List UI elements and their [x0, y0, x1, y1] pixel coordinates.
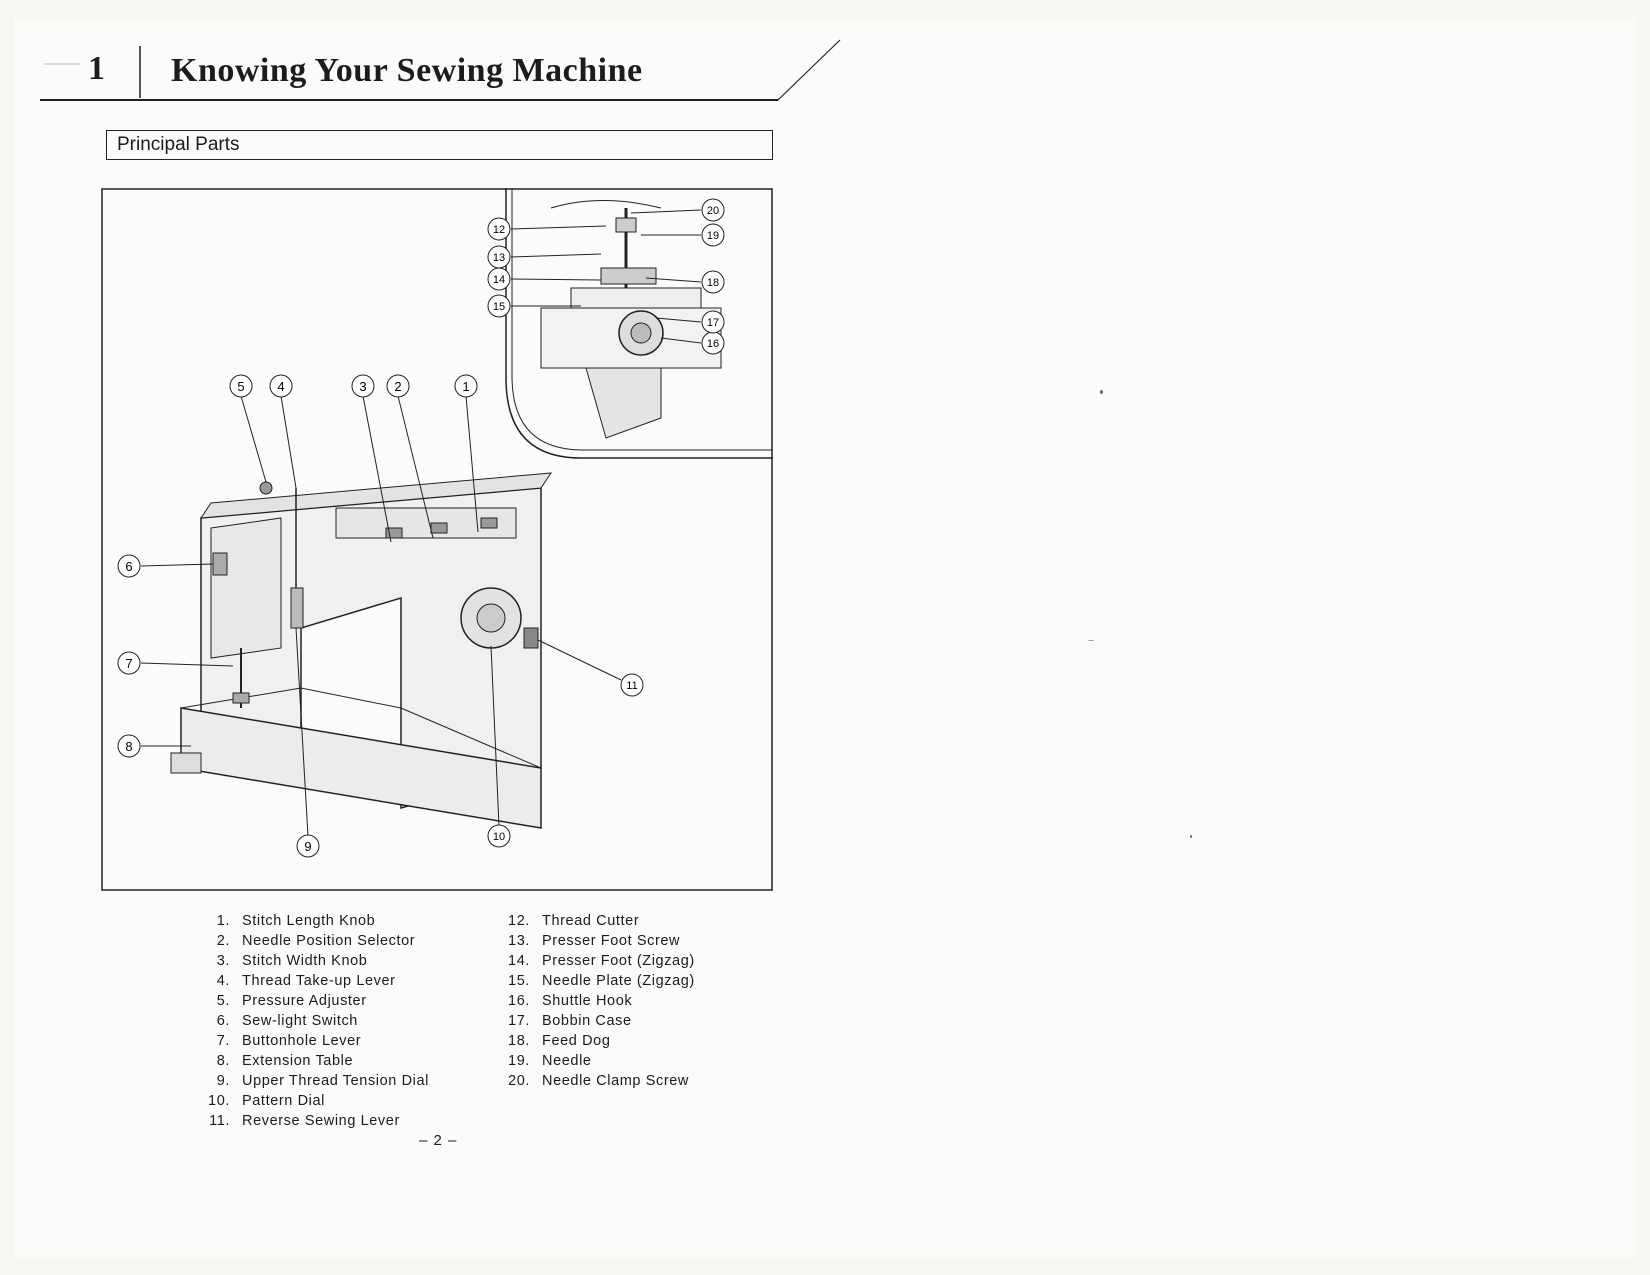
svg-text:1: 1	[462, 379, 469, 394]
header-rules	[40, 39, 841, 101]
part-item: 16.Shuttle Hook	[508, 993, 633, 1009]
svg-text:15: 15	[493, 301, 505, 313]
part-item: 18.Feed Dog	[508, 1033, 611, 1049]
svg-text:5: 5	[237, 379, 244, 394]
svg-text:11: 11	[626, 680, 637, 692]
part-item: 4.Thread Take-up Lever	[216, 973, 396, 989]
svg-text:2: 2	[394, 379, 401, 394]
part-item: 15.Needle Plate (Zigzag)	[508, 973, 695, 989]
machine-body	[170, 472, 552, 829]
part-item: 3.Stitch Width Knob	[216, 953, 368, 969]
diagram-border	[101, 188, 773, 891]
part-item: 12.Thread Cutter	[508, 913, 640, 929]
scan-speck	[1190, 835, 1192, 838]
callout-7: 7	[117, 651, 141, 675]
callout-15: 15	[487, 294, 511, 318]
leader-lines	[140, 209, 702, 837]
callout-8: 8	[117, 734, 141, 758]
callout-5: 5	[229, 374, 253, 398]
svg-text:17: 17	[707, 317, 719, 329]
svg-text:18: 18	[707, 277, 719, 289]
section-heading: Principal Parts	[117, 134, 240, 155]
part-item: 8.Extension Table	[216, 1053, 354, 1069]
part-item: 9.Upper Thread Tension Dial	[216, 1073, 429, 1089]
svg-text:16: 16	[707, 338, 719, 350]
part-item: 19.Needle	[508, 1053, 592, 1069]
callout-13: 13	[487, 245, 511, 269]
part-item: 5.Pressure Adjuster	[216, 993, 367, 1009]
callout-18: 18	[701, 270, 725, 294]
section-heading-box: Principal Parts	[106, 130, 773, 160]
part-item: 10.Pattern Dial	[208, 1093, 325, 1109]
callout-9: 9	[296, 834, 320, 858]
callout-3: 3	[351, 374, 375, 398]
callout-10: 10	[487, 824, 511, 848]
svg-text:14: 14	[493, 274, 505, 286]
chapter-number: 1	[88, 50, 105, 87]
svg-text:3: 3	[359, 379, 366, 394]
callout-2: 2	[386, 374, 410, 398]
scan-speck	[1088, 640, 1094, 641]
svg-text:20: 20	[707, 205, 719, 217]
callout-1: 1	[454, 374, 478, 398]
parts-list-right: 12.Thread Cutter 13.Presser Foot Screw 1…	[500, 911, 695, 1091]
chapter-title: Knowing Your Sewing Machine	[171, 52, 643, 89]
svg-text:10: 10	[493, 831, 505, 843]
callout-12: 12	[487, 217, 511, 241]
parts-list-left: 1.Stitch Length Knob 2.Needle Position S…	[200, 911, 429, 1131]
svg-text:6: 6	[125, 559, 132, 574]
part-item: 6.Sew-light Switch	[216, 1013, 358, 1029]
scan-speck	[1100, 390, 1103, 394]
callout-4: 4	[269, 374, 293, 398]
callout-6: 6	[117, 554, 141, 578]
part-item: 2.Needle Position Selector	[216, 933, 416, 949]
callout-16: 16	[701, 331, 725, 355]
svg-text:4: 4	[277, 379, 284, 394]
callout-19: 19	[701, 223, 725, 247]
svg-text:8: 8	[125, 739, 132, 754]
callout-14: 14	[487, 267, 511, 291]
part-item: 13.Presser Foot Screw	[508, 933, 681, 949]
svg-text:12: 12	[493, 224, 505, 236]
part-item: 20.Needle Clamp Screw	[508, 1073, 689, 1089]
part-item: 1.Stitch Length Knob	[216, 913, 376, 929]
part-item: 14.Presser Foot (Zigzag)	[508, 953, 695, 969]
sewing-machine-diagram: 1 2 3 4 5 6 7 8 9 10 11 12	[101, 188, 773, 891]
callout-11: 11	[620, 673, 644, 697]
callout-20: 20	[701, 198, 725, 222]
svg-text:9: 9	[304, 839, 311, 854]
svg-text:19: 19	[707, 230, 719, 242]
part-item: 17.Bobbin Case	[508, 1013, 632, 1029]
needle-area-inset	[505, 188, 773, 459]
svg-text:7: 7	[125, 656, 132, 671]
page-number: – 2 –	[419, 1132, 458, 1149]
part-item: 7.Buttonhole Lever	[216, 1033, 362, 1049]
callout-17: 17	[701, 310, 725, 334]
part-item: 11.Reverse Sewing Lever	[209, 1113, 400, 1129]
svg-text:13: 13	[493, 252, 505, 264]
